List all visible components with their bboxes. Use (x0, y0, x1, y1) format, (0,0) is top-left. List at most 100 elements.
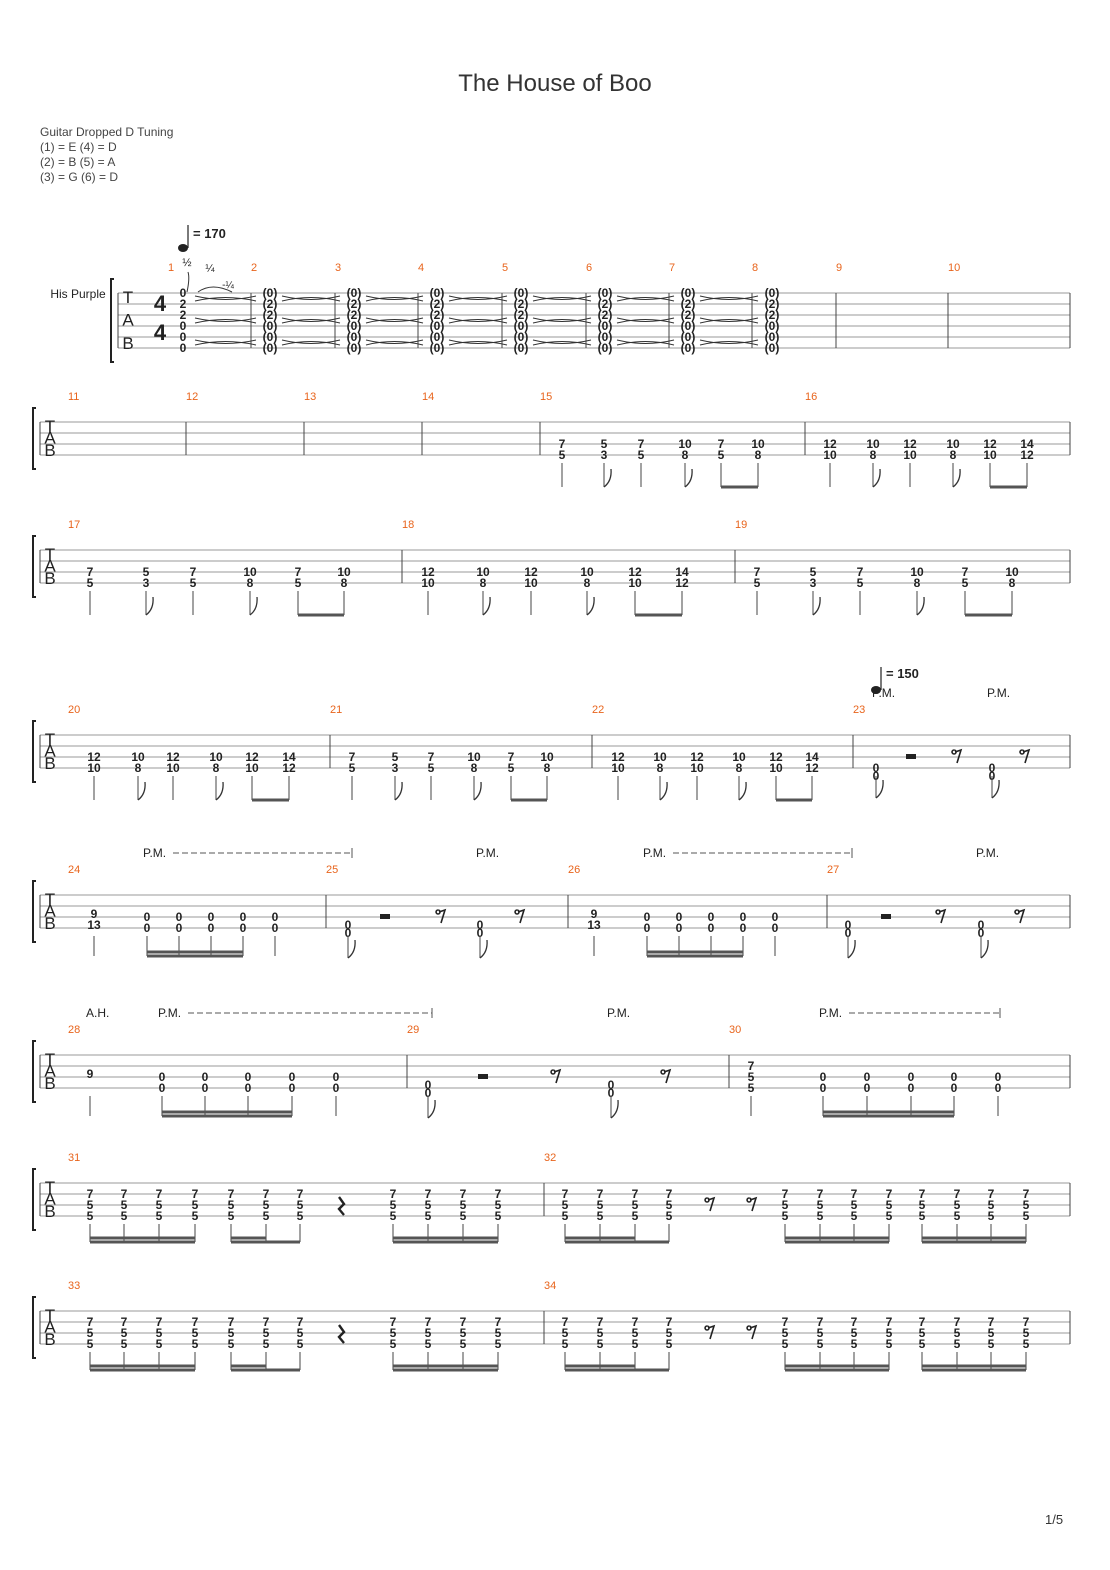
fret-number: (0) (765, 341, 780, 355)
fret-number: 5 (263, 1209, 270, 1223)
fret-number: 5 (886, 1337, 893, 1351)
fret-number: 0 (425, 1086, 432, 1100)
fret-number: 0 (820, 1081, 827, 1095)
fret-number: 5 (460, 1198, 467, 1212)
fret-number: 5 (349, 761, 356, 775)
measure-number: 27 (827, 864, 839, 876)
fret-number: 5 (666, 1198, 673, 1212)
tie (194, 297, 257, 302)
fret-number: 0 (144, 921, 151, 935)
fret-number: 5 (919, 1198, 926, 1212)
eighth-flag (427, 1099, 436, 1119)
fret-number: 14 (805, 750, 819, 764)
fret-number: 12 (769, 750, 783, 764)
fret-number: 5 (121, 1198, 128, 1212)
fret-number: 8 (471, 761, 478, 775)
fret-number: 5 (263, 1198, 270, 1212)
tuning-line-1: (1) = E (4) = D (40, 140, 117, 154)
fret-number: 0 (978, 926, 985, 940)
measure-number: 23 (853, 704, 865, 716)
bend-label: ½ (182, 257, 191, 269)
fret-number: 0 (240, 921, 247, 935)
fret-number: 5 (632, 1326, 639, 1340)
fret-number: 5 (748, 1070, 755, 1084)
tie (699, 341, 759, 346)
fret-number: 9 (87, 1067, 94, 1081)
fret-number: 0 (477, 918, 484, 932)
fret-number: 8 (755, 448, 762, 462)
tuning-line-2: (2) = B (5) = A (40, 155, 116, 169)
fret-number: 5 (297, 1337, 304, 1351)
fret-number: 7 (192, 1315, 199, 1329)
fret-number: 5 (562, 1209, 569, 1223)
fret-number: 5 (1023, 1209, 1030, 1223)
fret-number: 5 (263, 1326, 270, 1340)
fret-number: 5 (782, 1198, 789, 1212)
fret-number: 10 (690, 761, 704, 775)
fret-number: 5 (666, 1337, 673, 1351)
fret-number: 7 (156, 1187, 163, 1201)
staff-bracket (32, 880, 36, 943)
fret-number: 3 (143, 576, 150, 590)
tab-clef-letter: T (45, 730, 55, 749)
fret-number: 5 (817, 1209, 824, 1223)
fret-number: 0 (202, 1070, 209, 1084)
tab-clef-letter: A (44, 1190, 56, 1209)
fret-number: 12 (1020, 448, 1034, 462)
eighth-flag (659, 781, 668, 801)
tempo-note-icon (871, 686, 881, 694)
fret-number: 0 (159, 1081, 166, 1095)
fret-number: 7 (192, 1187, 199, 1201)
tie (281, 317, 341, 322)
fret-number: 7 (886, 1187, 893, 1201)
fret-number: (2) (681, 308, 696, 322)
tab-clef-letter: A (122, 311, 134, 330)
fret-number: 7 (817, 1187, 824, 1201)
eighth-flag (916, 596, 925, 616)
eighth-rest (951, 748, 963, 764)
fret-number: 10 (421, 576, 435, 590)
tie (616, 341, 675, 346)
fret-number: 8 (870, 448, 877, 462)
tab-clef-letter: B (122, 334, 133, 353)
fret-number: 5 (295, 576, 302, 590)
fret-number: 7 (718, 437, 725, 451)
fret-number: 8 (480, 576, 487, 590)
eighth-flag (347, 939, 356, 959)
fret-number: 10 (751, 437, 765, 451)
fret-number: 5 (390, 1337, 397, 1351)
fret-number: 10 (823, 448, 837, 462)
fret-number: 7 (87, 1315, 94, 1329)
eighth-rest (660, 1068, 672, 1084)
tab-clef-letter: A (44, 557, 56, 576)
fret-number: 0 (995, 1081, 1002, 1095)
palm-mute-mark: P.M. (643, 846, 666, 860)
fret-number: 7 (349, 750, 356, 764)
tab-clef-letter: A (44, 1062, 56, 1081)
tie (281, 341, 341, 346)
fret-number: (2) (347, 297, 362, 311)
staff-bracket (32, 1040, 36, 1103)
tab-clef-letter: B (44, 1074, 55, 1093)
fret-number: 7 (988, 1187, 995, 1201)
fret-number: 0 (772, 910, 779, 924)
fret-number: 0 (772, 921, 779, 935)
fret-number: 0 (180, 330, 187, 344)
fret-number: (2) (765, 308, 780, 322)
eighth-flag (479, 939, 488, 959)
measure-number: 12 (186, 391, 198, 403)
fret-number: 10 (476, 565, 490, 579)
fret-number: (2) (681, 297, 696, 311)
tie (194, 317, 257, 322)
fret-number: 5 (782, 1337, 789, 1351)
bend-label: -¼ (222, 279, 234, 291)
fret-number: 12 (282, 761, 296, 775)
staff-bracket (32, 535, 36, 598)
fret-number: 7 (263, 1315, 270, 1329)
half-rest (478, 1074, 488, 1079)
fret-number: 5 (988, 1198, 995, 1212)
fret-number: 5 (886, 1209, 893, 1223)
eighth-rest (935, 908, 947, 924)
eighth-flag (215, 781, 224, 801)
measure-number: 2 (251, 262, 257, 274)
